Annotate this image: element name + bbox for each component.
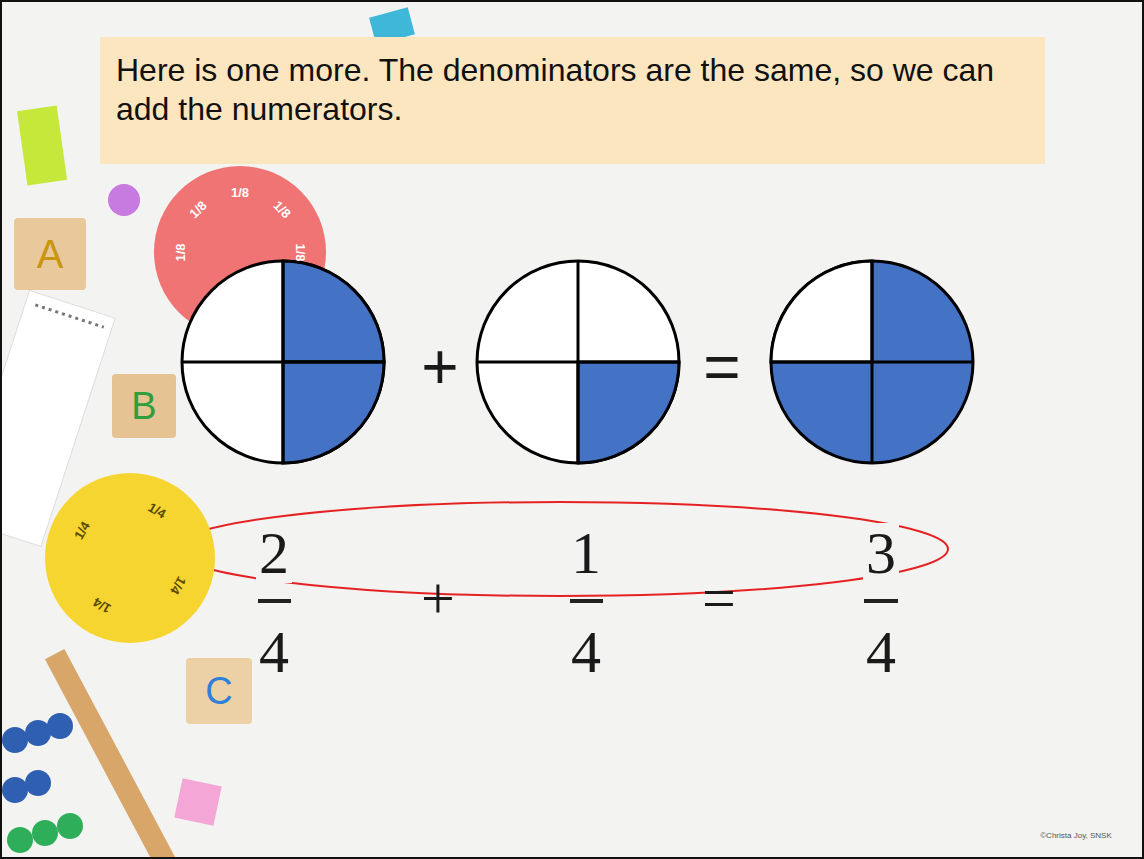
fraction-label: 1/8: [231, 186, 249, 199]
equals-sign: =: [703, 335, 740, 399]
toy-block: [174, 778, 221, 825]
fraction-label: 1/8: [271, 199, 293, 221]
fraction-circle: [182, 261, 384, 463]
fraction-disc: 1/4 1/4 1/4 1/4: [45, 473, 215, 643]
fraction-label: 1/8: [293, 243, 306, 261]
bead: [108, 184, 140, 216]
numerator: 2: [256, 523, 292, 583]
fraction-label: 1/4: [146, 500, 168, 520]
letter-block: C: [186, 658, 252, 724]
plus-sign: +: [421, 335, 458, 399]
plus-sign: +: [421, 568, 455, 628]
letter-block: A: [14, 218, 86, 290]
fraction-bar: [258, 599, 898, 603]
highlight-ellipse: [172, 502, 948, 596]
fraction-label: 1/8: [187, 199, 209, 221]
fraction-circle: [771, 261, 973, 463]
letter-block: B: [112, 374, 176, 438]
fraction-circle: [477, 261, 679, 463]
denominator: 4: [259, 622, 289, 682]
denominator: 4: [571, 622, 601, 682]
numerator: 3: [863, 523, 899, 583]
block-letter: C: [205, 672, 232, 710]
denominator: 4: [866, 622, 896, 682]
toy-block: [17, 106, 67, 186]
numerator: 1: [568, 523, 604, 583]
instruction-text: Here is one more. The denominators are t…: [100, 37, 1045, 143]
fraction-label: 1/4: [167, 574, 187, 596]
block-letter: B: [131, 387, 156, 425]
fraction-disc: 1/8 1/8 1/8 1/8 1/8: [154, 166, 326, 338]
abacus: [2, 649, 177, 859]
equals-sign: =: [702, 568, 736, 628]
fraction-label: 1/4: [72, 519, 92, 541]
block-letter: A: [37, 234, 64, 274]
fraction-label: 1/4: [91, 595, 113, 615]
instruction-banner: Here is one more. The denominators are t…: [100, 37, 1045, 164]
copyright-note: ©Christa Joy, SNSK: [1040, 832, 1112, 840]
fraction-label: 1/8: [173, 243, 186, 261]
